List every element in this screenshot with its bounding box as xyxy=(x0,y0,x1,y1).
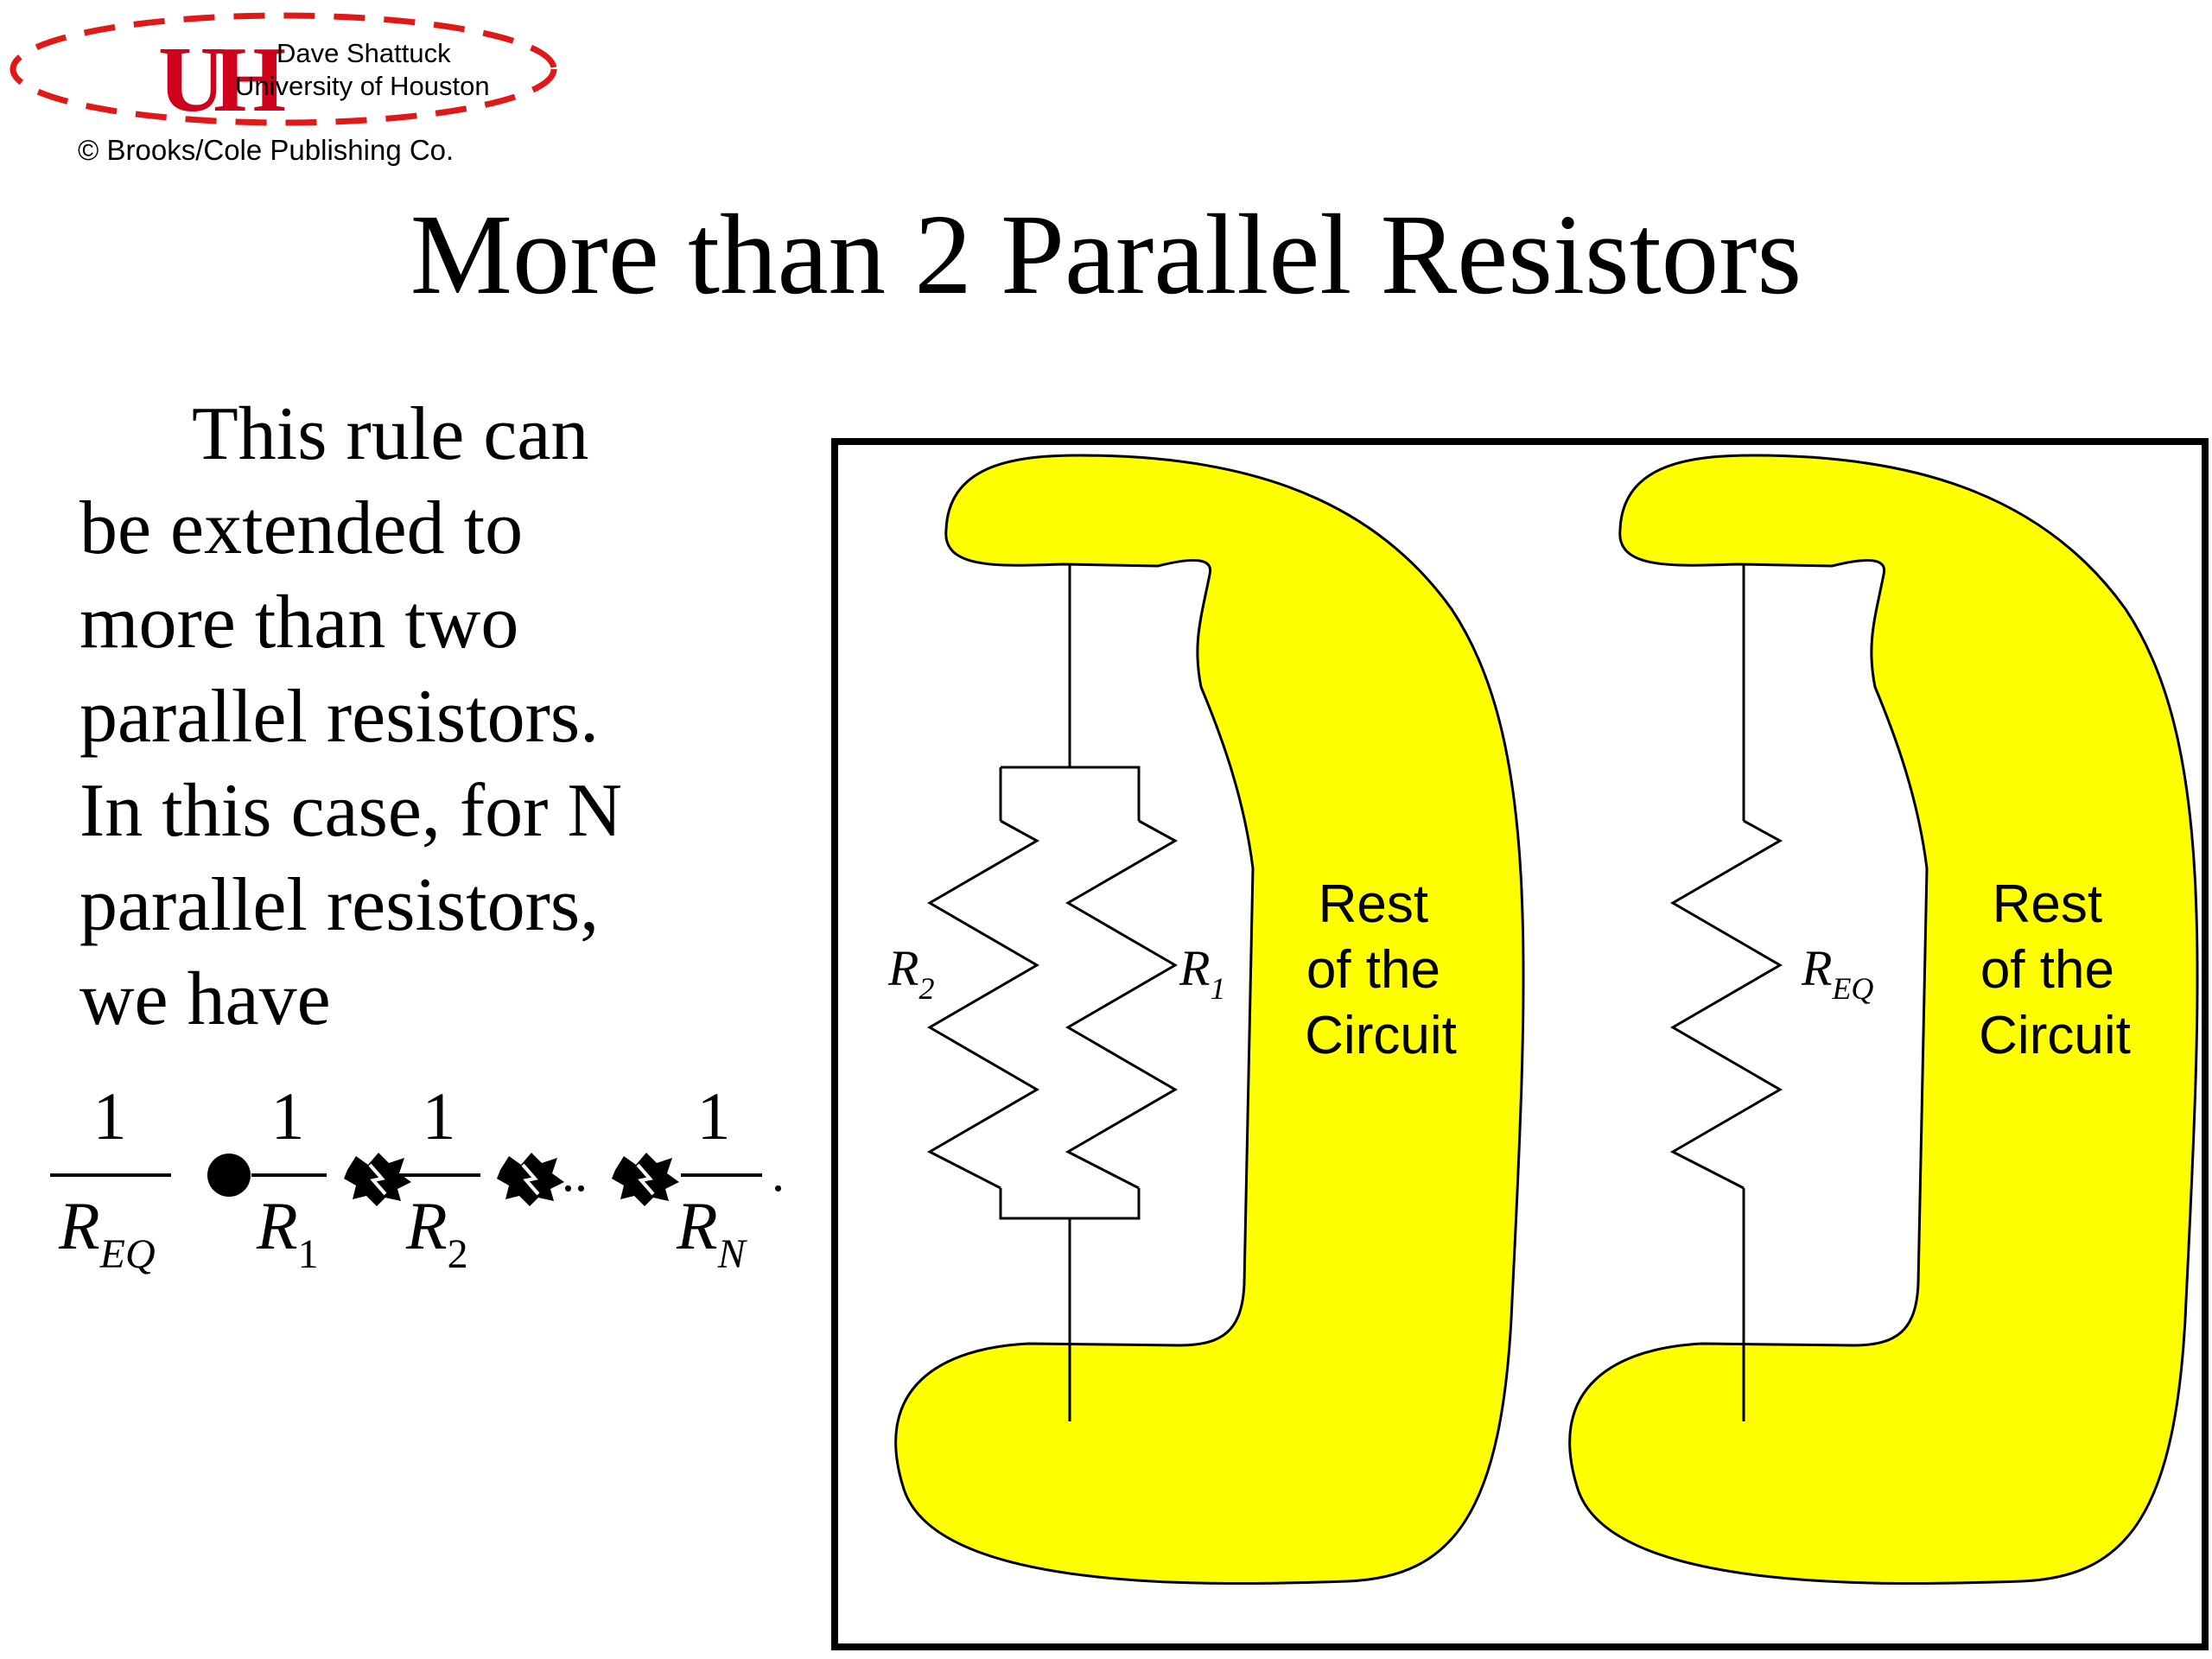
denominator-rn: RN xyxy=(676,1188,748,1277)
copyright-text: © Brooks/Cole Publishing Co. xyxy=(78,134,454,166)
logo-ellipse: UH xyxy=(10,12,557,131)
body-text: This rule can be extended to more than t… xyxy=(79,387,840,1046)
author-name: Dave Shattuck xyxy=(276,38,451,68)
university-name: University of Houston xyxy=(235,71,490,101)
resistor-r1 xyxy=(1065,819,1179,1190)
slide-title: More than 2 Parallel Resistors xyxy=(410,190,1802,318)
diagram-frame xyxy=(831,438,2209,1650)
plus-glyph xyxy=(344,1153,411,1206)
body-line: parallel resistors. xyxy=(79,675,600,759)
body-line: be extended to xyxy=(79,486,524,570)
denominator-r2: R2 xyxy=(405,1188,468,1277)
resistor-req xyxy=(1669,819,1783,1190)
rest-of-circuit-blob xyxy=(1568,454,2199,1586)
body-line: more than two xyxy=(79,581,519,664)
formula-period: . xyxy=(772,1145,785,1202)
body-line: In this case, for N xyxy=(79,769,623,853)
right-circuit: REQ Rest of the Circuit xyxy=(1568,454,2199,1586)
body-line: we have xyxy=(79,957,331,1041)
plus-glyph xyxy=(497,1153,564,1206)
header-logo: UH xyxy=(0,0,570,173)
blob-label: Rest of the Circuit xyxy=(1979,874,2131,1065)
body-line: This rule can xyxy=(192,392,589,476)
numerator-r2: 1 xyxy=(423,1078,456,1154)
resistor-r2 xyxy=(926,819,1040,1190)
label-r2: R2 xyxy=(887,940,934,1006)
denominator-r1: R1 xyxy=(256,1188,319,1277)
plus-glyph xyxy=(612,1153,679,1206)
denominator-req: REQ xyxy=(58,1188,156,1277)
equals-glyph xyxy=(207,1154,251,1197)
rest-of-circuit-blob xyxy=(894,454,1525,1586)
body-line: parallel resistors, xyxy=(79,863,600,947)
numerator-req: 1 xyxy=(93,1078,127,1154)
numerator-r1: 1 xyxy=(271,1078,305,1154)
left-circuit: R2 R1 Rest of the Circuit xyxy=(887,454,1525,1586)
numerator-rn: 1 xyxy=(697,1078,731,1154)
label-r1: R1 xyxy=(1179,940,1225,1006)
parallel-resistance-formula: 1 REQ 1 R1 1 R2 .. 1 RN . xyxy=(50,1078,785,1277)
ellipsis: .. xyxy=(562,1145,588,1202)
label-req: REQ xyxy=(1801,940,1873,1006)
blob-label: Rest of the Circuit xyxy=(1305,874,1457,1065)
circuit-diagram: R2 R1 Rest of the Circuit REQ Rest of th… xyxy=(831,438,2209,1650)
